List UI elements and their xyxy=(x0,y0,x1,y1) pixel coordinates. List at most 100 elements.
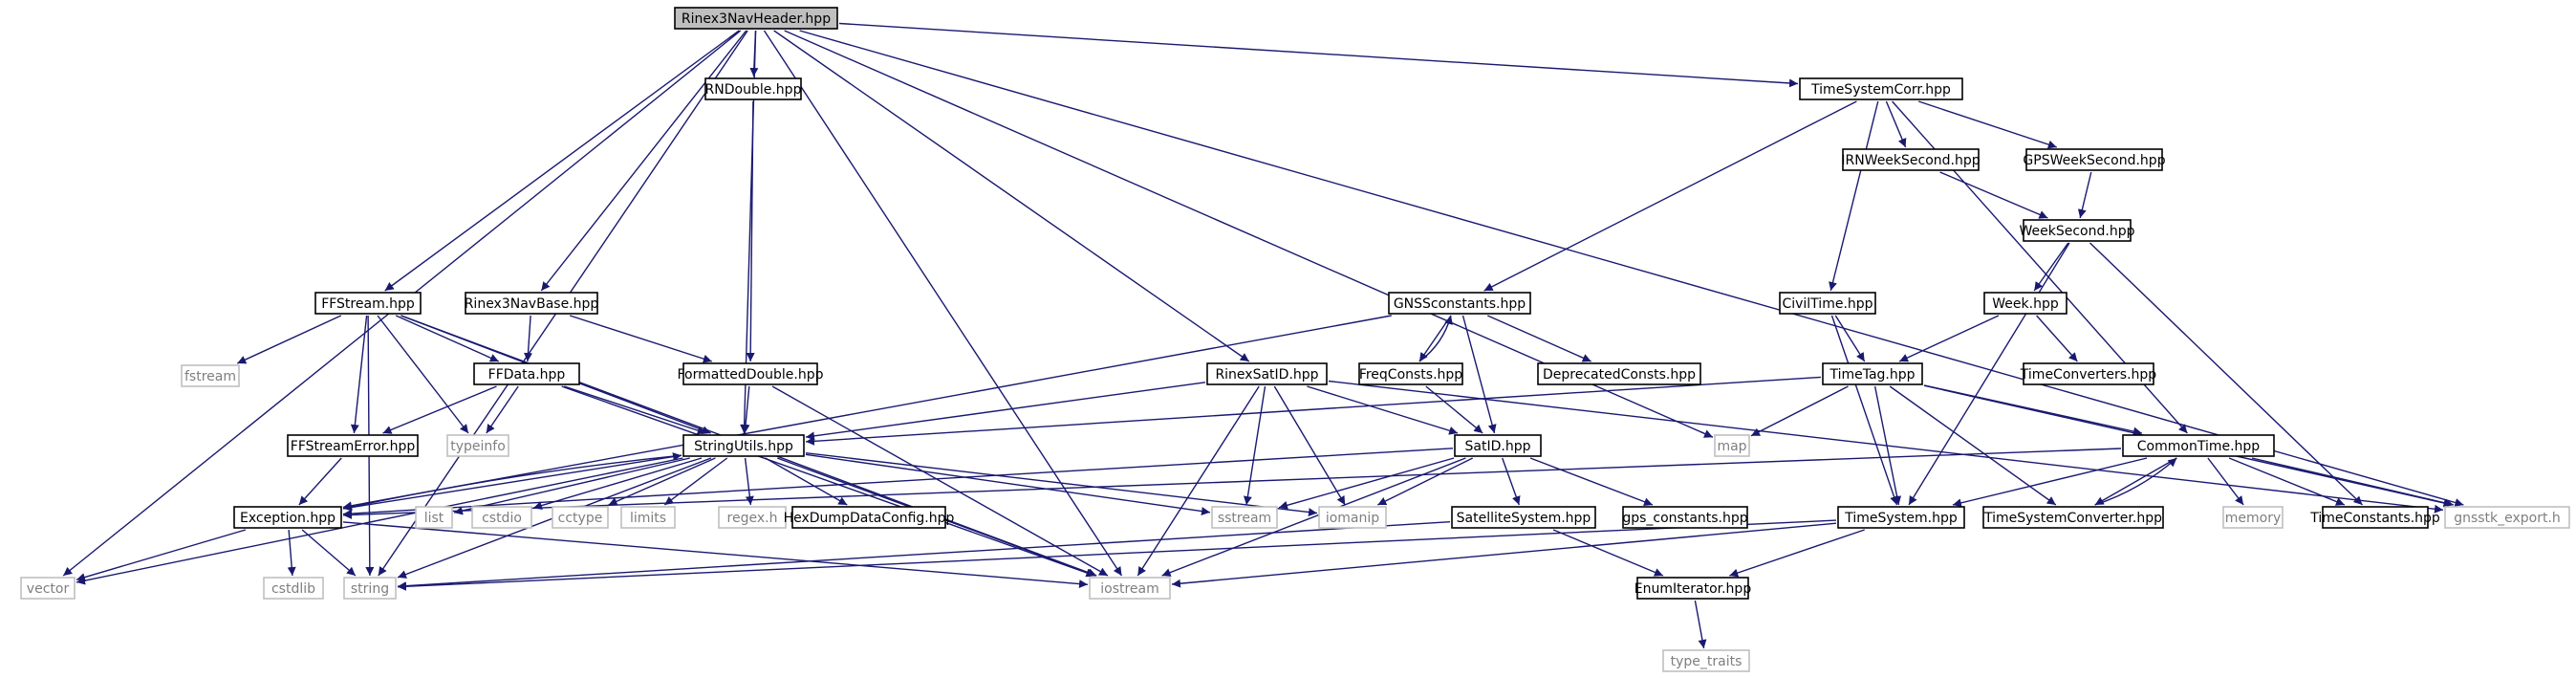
edge-timesystemcorr-hpp-to-irnweeksecond-hpp xyxy=(1885,100,1907,148)
edge-formatteddouble-hpp-to-stringutils-hpp xyxy=(741,385,750,434)
node-label: FFStream.hpp xyxy=(321,296,415,312)
node-rndouble-hpp[interactable]: RNDouble.hpp xyxy=(704,77,802,100)
node-box xyxy=(718,506,787,529)
edge-satid-hpp-to-iostream xyxy=(1161,457,1466,577)
node-box xyxy=(1537,362,1701,385)
node-label: DeprecatedConsts.hpp xyxy=(1543,367,1696,383)
edge-rinexsatid-hpp-to-iomanip xyxy=(1273,385,1346,506)
node-box xyxy=(20,577,76,600)
node-timesystemcorr-hpp[interactable]: TimeSystemCorr.hpp xyxy=(1799,77,1963,100)
edge-timesystemcorr-hpp-to-civiltime-hpp xyxy=(1829,100,1879,292)
node-regex-h: regex.h xyxy=(718,506,787,529)
node-box xyxy=(415,506,453,529)
edge-rinexsatid-hpp-to-stringutils-hpp xyxy=(805,382,1206,441)
edge-satid-hpp-to-gps-constants-hpp xyxy=(1529,457,1654,506)
node-gps-constants-hpp[interactable]: gps_constants.hpp xyxy=(1622,506,1748,529)
edge-gpsweeksecond-hpp-to-weeksecond-hpp xyxy=(2077,171,2092,219)
node-box xyxy=(1211,506,1278,529)
node-rinex3navbase-hpp[interactable]: Rinex3NavBase.hpp xyxy=(465,292,599,315)
node-timesystemconverter-hpp[interactable]: TimeSystemConverter.hpp xyxy=(1982,506,2164,529)
node-ffstreamerror-hpp[interactable]: FFStreamError.hpp xyxy=(287,434,419,457)
node-hexdumpdataconfig-hpp[interactable]: HexDumpDataConfig.hpp xyxy=(784,506,955,529)
node-gpsweeksecond-hpp[interactable]: GPSWeekSecond.hpp xyxy=(2023,148,2166,171)
edge-ffstream-hpp-to-typeinfo xyxy=(377,315,469,434)
edge-satid-hpp-to-iomanip xyxy=(1376,457,1474,506)
edge-rinex3navheader-hpp-to-gnsstk-export-h xyxy=(799,30,2464,507)
node-label: FFData.hpp xyxy=(488,367,566,383)
node-box xyxy=(181,364,240,387)
edge-exception-hpp-to-vector xyxy=(76,529,247,581)
node-label: WeekSecond.hpp xyxy=(2020,224,2135,239)
edge-rinex3navheader-hpp-to-rndouble-hpp xyxy=(749,30,759,77)
node-label: CivilTime.hpp xyxy=(1782,296,1872,312)
node-label: sstream xyxy=(1218,511,1271,526)
edge-week-hpp-to-timetag-hpp xyxy=(1898,315,2000,362)
node-label: GNSSconstants.hpp xyxy=(1394,296,1526,312)
node-ffdata-hpp[interactable]: FFData.hpp xyxy=(473,362,580,385)
node-label: cstdio xyxy=(482,511,522,526)
edge-satellitesystem-hpp-to-string xyxy=(397,521,1451,591)
node-exception-hpp[interactable]: Exception.hpp xyxy=(233,506,342,529)
node-formatteddouble-hpp[interactable]: FormattedDouble.hpp xyxy=(677,362,824,385)
edge-civiltime-hpp-to-timetag-hpp xyxy=(1834,315,1866,362)
node-box xyxy=(1779,292,1876,315)
node-label: RNDouble.hpp xyxy=(705,82,802,98)
node-box xyxy=(473,362,580,385)
node-box xyxy=(1454,434,1542,457)
node-label: TimeConverters.hpp xyxy=(2020,367,2156,383)
edge-timetag-hpp-to-stringutils-hpp xyxy=(805,376,1822,446)
edge-rinex3navbase-hpp-to-ffdata-hpp xyxy=(524,315,532,362)
node-irnweeksecond-hpp[interactable]: IRNWeekSecond.hpp xyxy=(1841,148,1981,171)
node-memory: memory xyxy=(2222,506,2284,529)
edge-commontime-hpp-to-timesystemconverter-hpp xyxy=(2094,457,2177,506)
node-week-hpp[interactable]: Week.hpp xyxy=(1983,292,2067,315)
node-label: RinexSatID.hpp xyxy=(1215,367,1318,383)
node-satellitesystem-hpp[interactable]: SatelliteSystem.hpp xyxy=(1451,506,1596,529)
node-iomanip: iomanip xyxy=(1318,506,1387,529)
node-timetag-hpp[interactable]: TimeTag.hpp xyxy=(1822,362,1923,385)
node-box xyxy=(1837,506,1965,529)
node-weeksecond-hpp[interactable]: WeekSecond.hpp xyxy=(2020,219,2135,242)
node-timesystem-hpp[interactable]: TimeSystem.hpp xyxy=(1837,506,1965,529)
node-label: regex.h xyxy=(727,511,778,526)
edge-stringutils-hpp-to-cctype xyxy=(608,457,716,506)
edge-commontime-hpp-to-exception-hpp xyxy=(342,448,2122,519)
node-ffstream-hpp[interactable]: FFStream.hpp xyxy=(314,292,422,315)
node-satid-hpp[interactable]: SatID.hpp xyxy=(1454,434,1542,457)
edge-exception-hpp-to-iostream xyxy=(342,521,1089,589)
node-freqconsts-hpp[interactable]: FreqConsts.hpp xyxy=(1358,362,1463,385)
node-timeconverters-hpp[interactable]: TimeConverters.hpp xyxy=(2020,362,2156,385)
node-cstdio: cstdio xyxy=(471,506,532,529)
node-label: Exception.hpp xyxy=(240,511,336,526)
edge-satid-hpp-to-exception-hpp xyxy=(342,448,1454,518)
node-rinexsatid-hpp[interactable]: RinexSatID.hpp xyxy=(1206,362,1328,385)
edge-timesystem-hpp-to-string xyxy=(397,519,1837,591)
node-box xyxy=(552,506,609,529)
node-stringutils-hpp[interactable]: StringUtils.hpp xyxy=(682,434,805,457)
node-label: list xyxy=(424,511,444,526)
node-enumiterator-hpp[interactable]: EnumIterator.hpp xyxy=(1634,577,1752,600)
node-box xyxy=(1636,577,1749,600)
node-gnssconstants-hpp[interactable]: GNSSconstants.hpp xyxy=(1388,292,1531,315)
node-civiltime-hpp[interactable]: CivilTime.hpp xyxy=(1779,292,1876,315)
node-deprecatedconsts-hpp[interactable]: DeprecatedConsts.hpp xyxy=(1537,362,1701,385)
edge-ffdata-hpp-to-iostream xyxy=(561,385,1095,578)
node-label: gps_constants.hpp xyxy=(1622,511,1747,526)
node-commontime-hpp[interactable]: CommonTime.hpp xyxy=(2122,434,2275,457)
edge-rinex3navheader-hpp-to-timesystemcorr-hpp xyxy=(838,22,1799,88)
edge-ffstream-hpp-to-ffstreamerror-hpp xyxy=(350,315,368,434)
node-box xyxy=(446,434,509,457)
node-box xyxy=(1983,292,2067,315)
node-timeconstants-hpp[interactable]: TimeConstants.hpp xyxy=(2309,506,2440,529)
node-label: string xyxy=(351,581,389,597)
node-fstream: fstream xyxy=(181,364,240,387)
edge-ffdata-hpp-to-typeinfo xyxy=(486,385,519,434)
node-iostream: iostream xyxy=(1089,577,1171,600)
node-sstream: sstream xyxy=(1211,506,1278,529)
node-box xyxy=(2122,434,2275,457)
node-map: map xyxy=(1714,434,1750,457)
edge-enumiterator-hpp-to-type-traits xyxy=(1694,600,1707,649)
edge-weeksecond-hpp-to-week-hpp xyxy=(2033,242,2069,292)
node-label: CommonTime.hpp xyxy=(2137,439,2261,454)
node-box xyxy=(704,77,802,100)
